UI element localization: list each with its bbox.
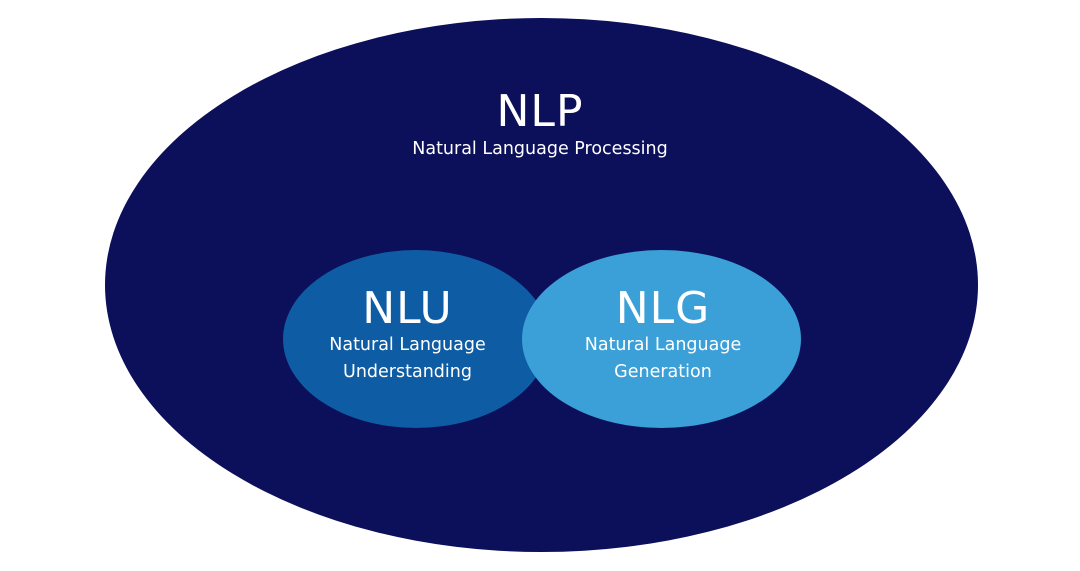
nlg-title: NLG bbox=[615, 283, 711, 334]
nlu-title: NLU bbox=[362, 283, 453, 334]
nlp-ellipse bbox=[105, 18, 978, 552]
nlg-subtitle-line1: Natural Language bbox=[584, 335, 742, 355]
nlu-subtitle: Natural Language Understanding bbox=[283, 332, 532, 386]
nlg-subtitle-line2: Generation bbox=[614, 362, 712, 382]
nlu-subtitle-line2: Understanding bbox=[343, 362, 472, 382]
nlp-subtitle: Natural Language Processing bbox=[412, 139, 668, 159]
nlg-subtitle: Natural Language Generation bbox=[522, 332, 804, 386]
nlg-ellipse bbox=[522, 250, 801, 428]
nlu-ellipse bbox=[283, 250, 549, 428]
nlu-subtitle-line1: Natural Language bbox=[329, 335, 486, 355]
nlp-title: NLP bbox=[496, 86, 584, 137]
